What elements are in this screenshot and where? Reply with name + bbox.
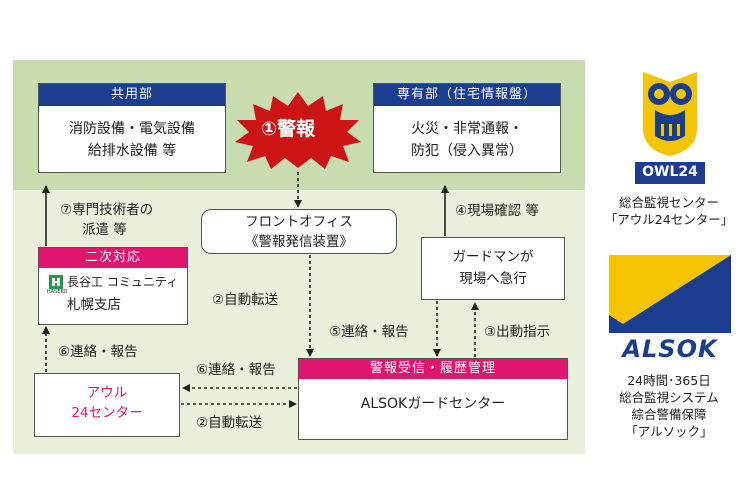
- alsok-caption-4: 「アルソック」: [625, 424, 713, 439]
- common-area-box: 共用部 消防設備・電気設備 給排水設備 等: [38, 83, 226, 173]
- alsok-logo-text: ALSOK: [622, 335, 718, 363]
- common-area-line2: 給排水設備 等: [87, 143, 177, 159]
- common-area-line1: 消防設備・電気設備: [69, 121, 195, 137]
- alsok-caption-2: 総合監視システム: [619, 390, 719, 405]
- secondary-company: 長谷工 コミュニティ: [67, 275, 179, 289]
- label-dispatch-2: 派遣 等: [82, 222, 127, 238]
- alsok-logo-icon: [609, 255, 731, 333]
- guard-line2: 現場へ急行: [459, 271, 527, 287]
- label-order: ③出動指示: [484, 324, 551, 340]
- front-office-line2: 《警報発信装置》: [245, 234, 353, 250]
- secondary-branch: 札幌支店: [67, 297, 121, 313]
- alsok-center-box: 警報受信・履歴管理 ALSOKガードセンター: [298, 358, 568, 440]
- owl24-logo-icon: [635, 72, 705, 184]
- haseko-logo-icon: [49, 275, 63, 289]
- label-auto-transfer: ②自動転送: [212, 292, 279, 308]
- alsok-center-header: 警報受信・履歴管理: [299, 359, 567, 379]
- alarm-label: ①警報: [261, 118, 316, 140]
- owl24-center-box: アウル 24センター: [34, 373, 180, 437]
- front-office-box: フロントオフィス 《警報発信装置》: [201, 209, 397, 254]
- alarm-burst-icon: [235, 92, 361, 169]
- owl24-caption-1: 総合監視センター: [618, 195, 719, 210]
- secondary-response-box: 二次対応 HASEKO 長谷工 コミュニティ 札幌支店: [38, 247, 188, 325]
- alsok-caption-1: 24時間･365日: [627, 373, 711, 388]
- guard-line1: ガードマンが: [452, 249, 534, 265]
- owl24-logo-text: OWL24: [642, 164, 698, 180]
- label-report6a: ⑥連絡・報告: [58, 344, 138, 360]
- owl24-caption-2: 「アウル24センター」: [604, 212, 734, 227]
- owl24-center-line1: アウル: [86, 385, 128, 401]
- guard-box: ガードマンが 現場へ急行: [421, 237, 565, 300]
- private-area-header: 専有部（住宅情報盤）: [374, 84, 560, 106]
- label-confirm: ④現場確認 等: [455, 203, 539, 219]
- private-area-line1: 火災・非常通報・: [411, 121, 523, 137]
- haseko-small-text: HASEKO: [47, 289, 68, 295]
- label-dispatch-1: ⑦専門技術者の: [60, 202, 154, 218]
- front-office-line1: フロントオフィス: [245, 214, 353, 230]
- alsok-center-body: ALSOKガードセンター: [360, 396, 506, 412]
- private-area-box: 専有部（住宅情報盤） 火災・非常通報・ 防犯（侵入異常）: [373, 83, 561, 173]
- label-report5: ⑤連絡・報告: [329, 324, 409, 340]
- private-area-line2: 防犯（侵入異常）: [411, 143, 523, 159]
- alsok-caption-3: 綜合警備保障: [631, 407, 707, 422]
- owl24-center-line2: 24センター: [71, 405, 143, 421]
- common-area-header: 共用部: [39, 84, 225, 106]
- label-report6b: ⑥連絡・報告: [196, 362, 276, 378]
- secondary-response-header: 二次対応: [39, 248, 187, 268]
- label-auto-transfer-2: ②自動転送: [196, 415, 263, 431]
